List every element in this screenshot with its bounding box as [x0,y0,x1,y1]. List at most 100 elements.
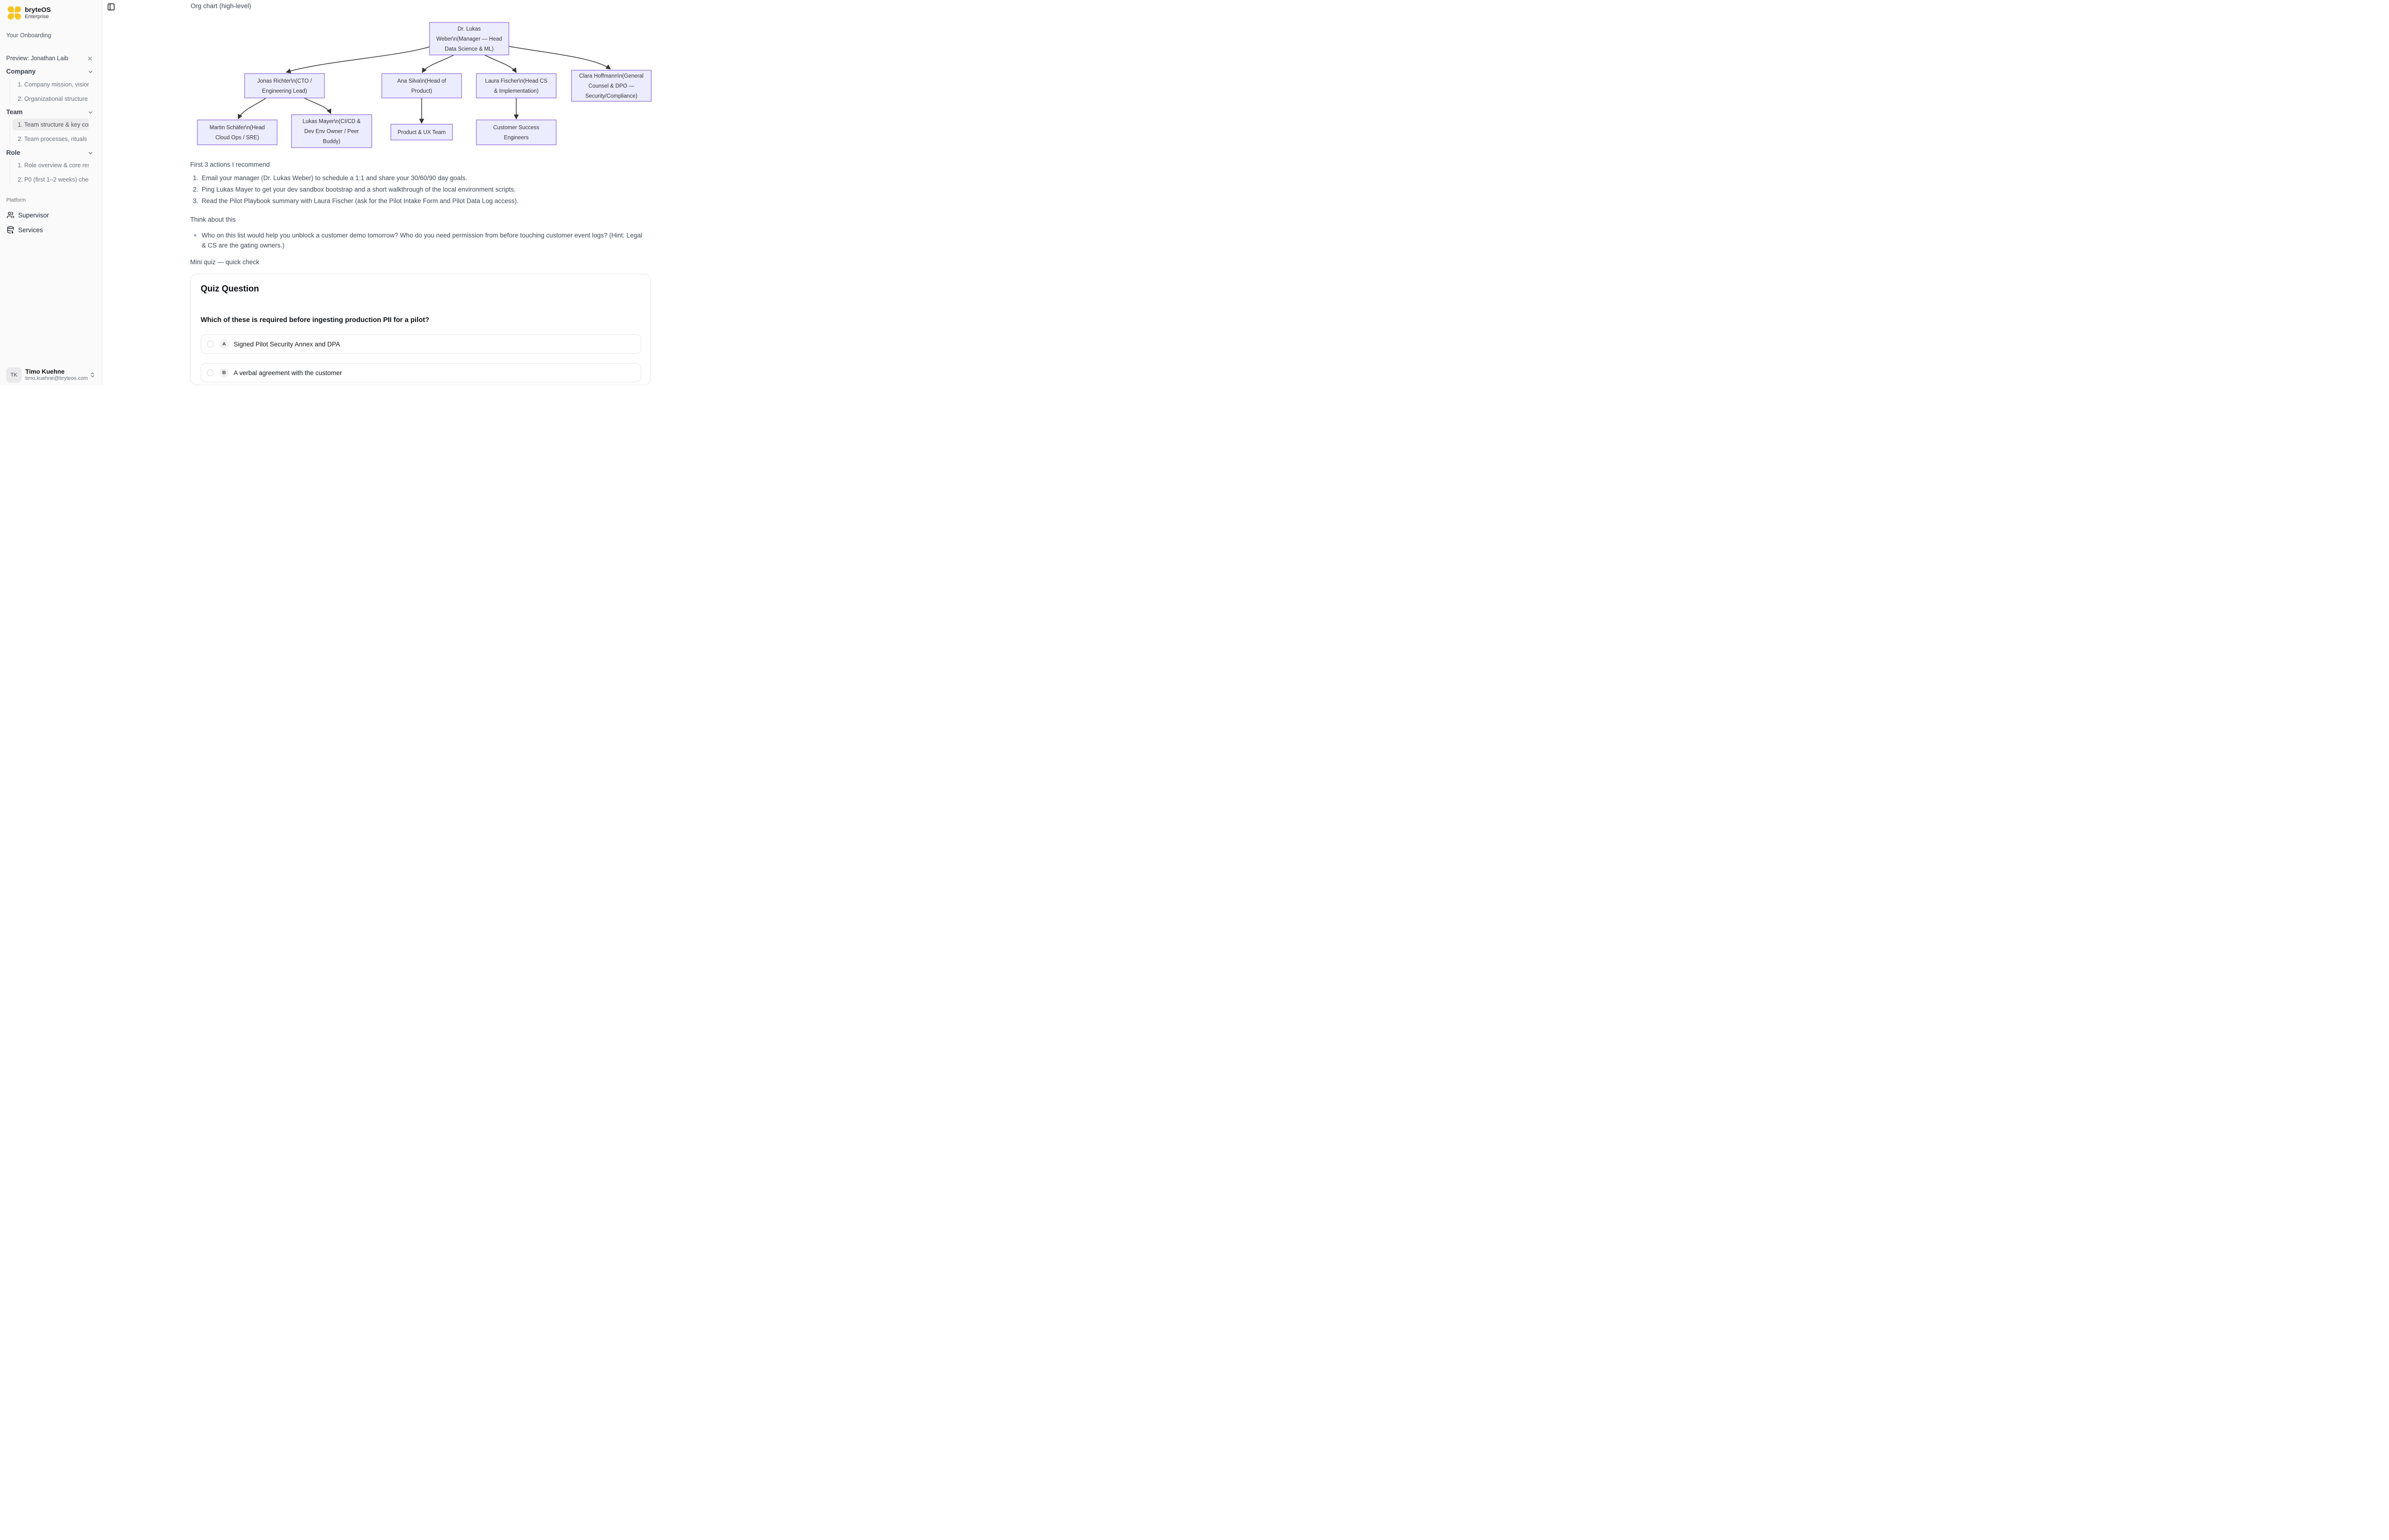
sidebar-item-p0-checklist[interactable]: 2. P0 (first 1–2 weeks) checklist [12,173,89,185]
list-text: Ping Lukas Mayer to get your dev sandbox… [202,186,516,193]
svg-text:Jonas Richter\n(CTO /Engineeri: Jonas Richter\n(CTO /Engineering Lead) [257,78,312,94]
chevron-down-icon [87,69,94,75]
brand-name: bryteOS [25,6,51,13]
list-item: 2. Ping Lukas Mayer to get your dev sand… [190,186,649,193]
list-item: 1. Email your manager (Dr. Lukas Weber) … [190,175,649,182]
users-icon [7,212,14,218]
list-number: 1. [193,174,198,182]
sidebar-item-label: 2. Organizational structure & r… [18,95,89,102]
sidebar: bryteOS Enterprise Your Onboarding Previ… [0,0,102,385]
chevron-down-icon [87,109,94,116]
org-node-mayer: Lukas Mayer\n(CI/CD &Dev Env Owner / Pee… [291,114,372,148]
sidebar-section-company[interactable]: Company [6,66,96,78]
radio-button[interactable] [207,341,214,347]
list-item: 3. Read the Pilot Playbook summary with … [190,198,649,205]
database-zap-icon [7,226,14,234]
sidebar-item-label: 1. Team structure & key contacts [18,121,89,128]
user-email: timo.kuehne@bryteos.com [25,376,88,381]
section-title: Company [6,68,36,75]
org-edge-weber-silva [421,54,454,73]
sidebar-item-team-processes[interactable]: 2. Team processes, rituals & ca… [12,133,89,145]
think-bullet: Who on this list would help you unblock … [190,230,644,250]
x-icon [88,56,92,61]
nav-label: Your Onboarding [6,32,52,39]
org-node-richter: Jonas Richter\n(CTO /Engineering Lead) [244,73,325,98]
section-title: Role [6,149,21,156]
org-edge-weber-fischer [484,54,517,73]
list-text: Read the Pilot Playbook summary with Lau… [202,197,519,205]
logo-petal [15,13,21,20]
brand-edition: Enterprise [25,14,49,20]
option-label: A verbal agreement with the customer [234,369,342,377]
sidebar-item-services[interactable]: Services [4,224,97,236]
svg-text:Product & UX Team: Product & UX Team [398,130,446,136]
list-text: Email your manager (Dr. Lukas Weber) to … [202,174,467,182]
sidebar-item-role-overview[interactable]: 1. Role overview & core respo… [12,159,89,171]
sidebar-item-label: 1. Company mission, vision & … [18,81,89,88]
quiz-title: Quiz Question [201,284,259,293]
list-number: 2. [193,186,198,193]
option-letter-badge: B [219,368,229,377]
avatar: TK [6,367,22,383]
option-label: Signed Pilot Security Annex and DPA [234,340,340,348]
sidebar-item-label: 2. Team processes, rituals & ca… [18,135,89,142]
svg-text:Lukas Mayer\n(CI/CD &Dev Env O: Lukas Mayer\n(CI/CD &Dev Env Owner / Pee… [302,119,361,145]
platform-item-label: Services [18,226,43,234]
section-title: Team [6,108,23,116]
chevron-down-icon [87,150,94,156]
org-node-product: Product & UX Team [390,124,453,140]
sidebar-item-team-structure[interactable]: 1. Team structure & key contacts [12,118,89,130]
sidebar-item-org-structure[interactable]: 2. Organizational structure & r… [12,93,89,105]
sidebar-section-team[interactable]: Team [6,107,96,118]
org-chart-heading: Org chart (high-level) [191,2,251,10]
org-edge-richter-mayer [303,97,332,114]
sidebar-item-label: 1. Role overview & core respo… [18,162,89,169]
sidebar-item-company-mission[interactable]: 1. Company mission, vision & … [12,78,89,90]
sidebar-item-label: 2. P0 (first 1–2 weeks) checklist [18,176,89,183]
think-heading: Think about this [190,216,236,223]
org-edge-weber-hoffmann [508,46,611,70]
bullet-text: Who on this list would help you unblock … [202,232,643,249]
actions-heading: First 3 actions I recommend [190,161,270,168]
org-edge-weber-richter [285,46,430,74]
user-menu[interactable]: TK Timo Kuehne timo.kuehne@bryteos.com [4,366,98,385]
user-name: Timo Kuehne [25,368,65,375]
option-letter-badge: A [219,339,229,349]
sidebar-item-supervisor[interactable]: Supervisor [4,209,97,221]
bryteos-logo-icon [8,6,21,20]
sidebar-toggle-button[interactable] [107,3,115,11]
platform-label: Platform [6,197,26,203]
quiz-option-b[interactable]: B A verbal agreement with the customer [201,363,641,382]
org-edge-richter-schaefer [237,97,267,119]
panel-left-icon [108,3,115,11]
quiz-intro: Mini quiz — quick check [190,258,259,266]
logo-petal [8,13,14,20]
preview-label: Preview: Jonathan Laib [6,55,68,62]
svg-text:Laura Fischer\n(Head CS& Imple: Laura Fischer\n(Head CS& Implementation) [485,78,548,94]
quiz-option-a[interactable]: A Signed Pilot Security Annex and DPA [201,334,641,354]
radio-button[interactable] [207,369,214,376]
sidebar-section-role[interactable]: Role [6,148,96,159]
actions-list: 1. Email your manager (Dr. Lukas Weber) … [190,175,649,209]
quiz-card: Quiz Question Which of these is required… [190,274,651,385]
bullet-dot [194,234,196,237]
platform-item-label: Supervisor [18,211,49,219]
app-window: bryteOS Enterprise Your Onboarding Previ… [0,0,734,385]
org-node-fischer: Laura Fischer\n(Head CS& Implementation) [476,73,557,98]
logo-petal [8,6,14,12]
preview-close-button[interactable] [87,55,93,62]
chevrons-up-down-icon [89,372,96,378]
preview-banner: Preview: Jonathan Laib [6,54,96,64]
